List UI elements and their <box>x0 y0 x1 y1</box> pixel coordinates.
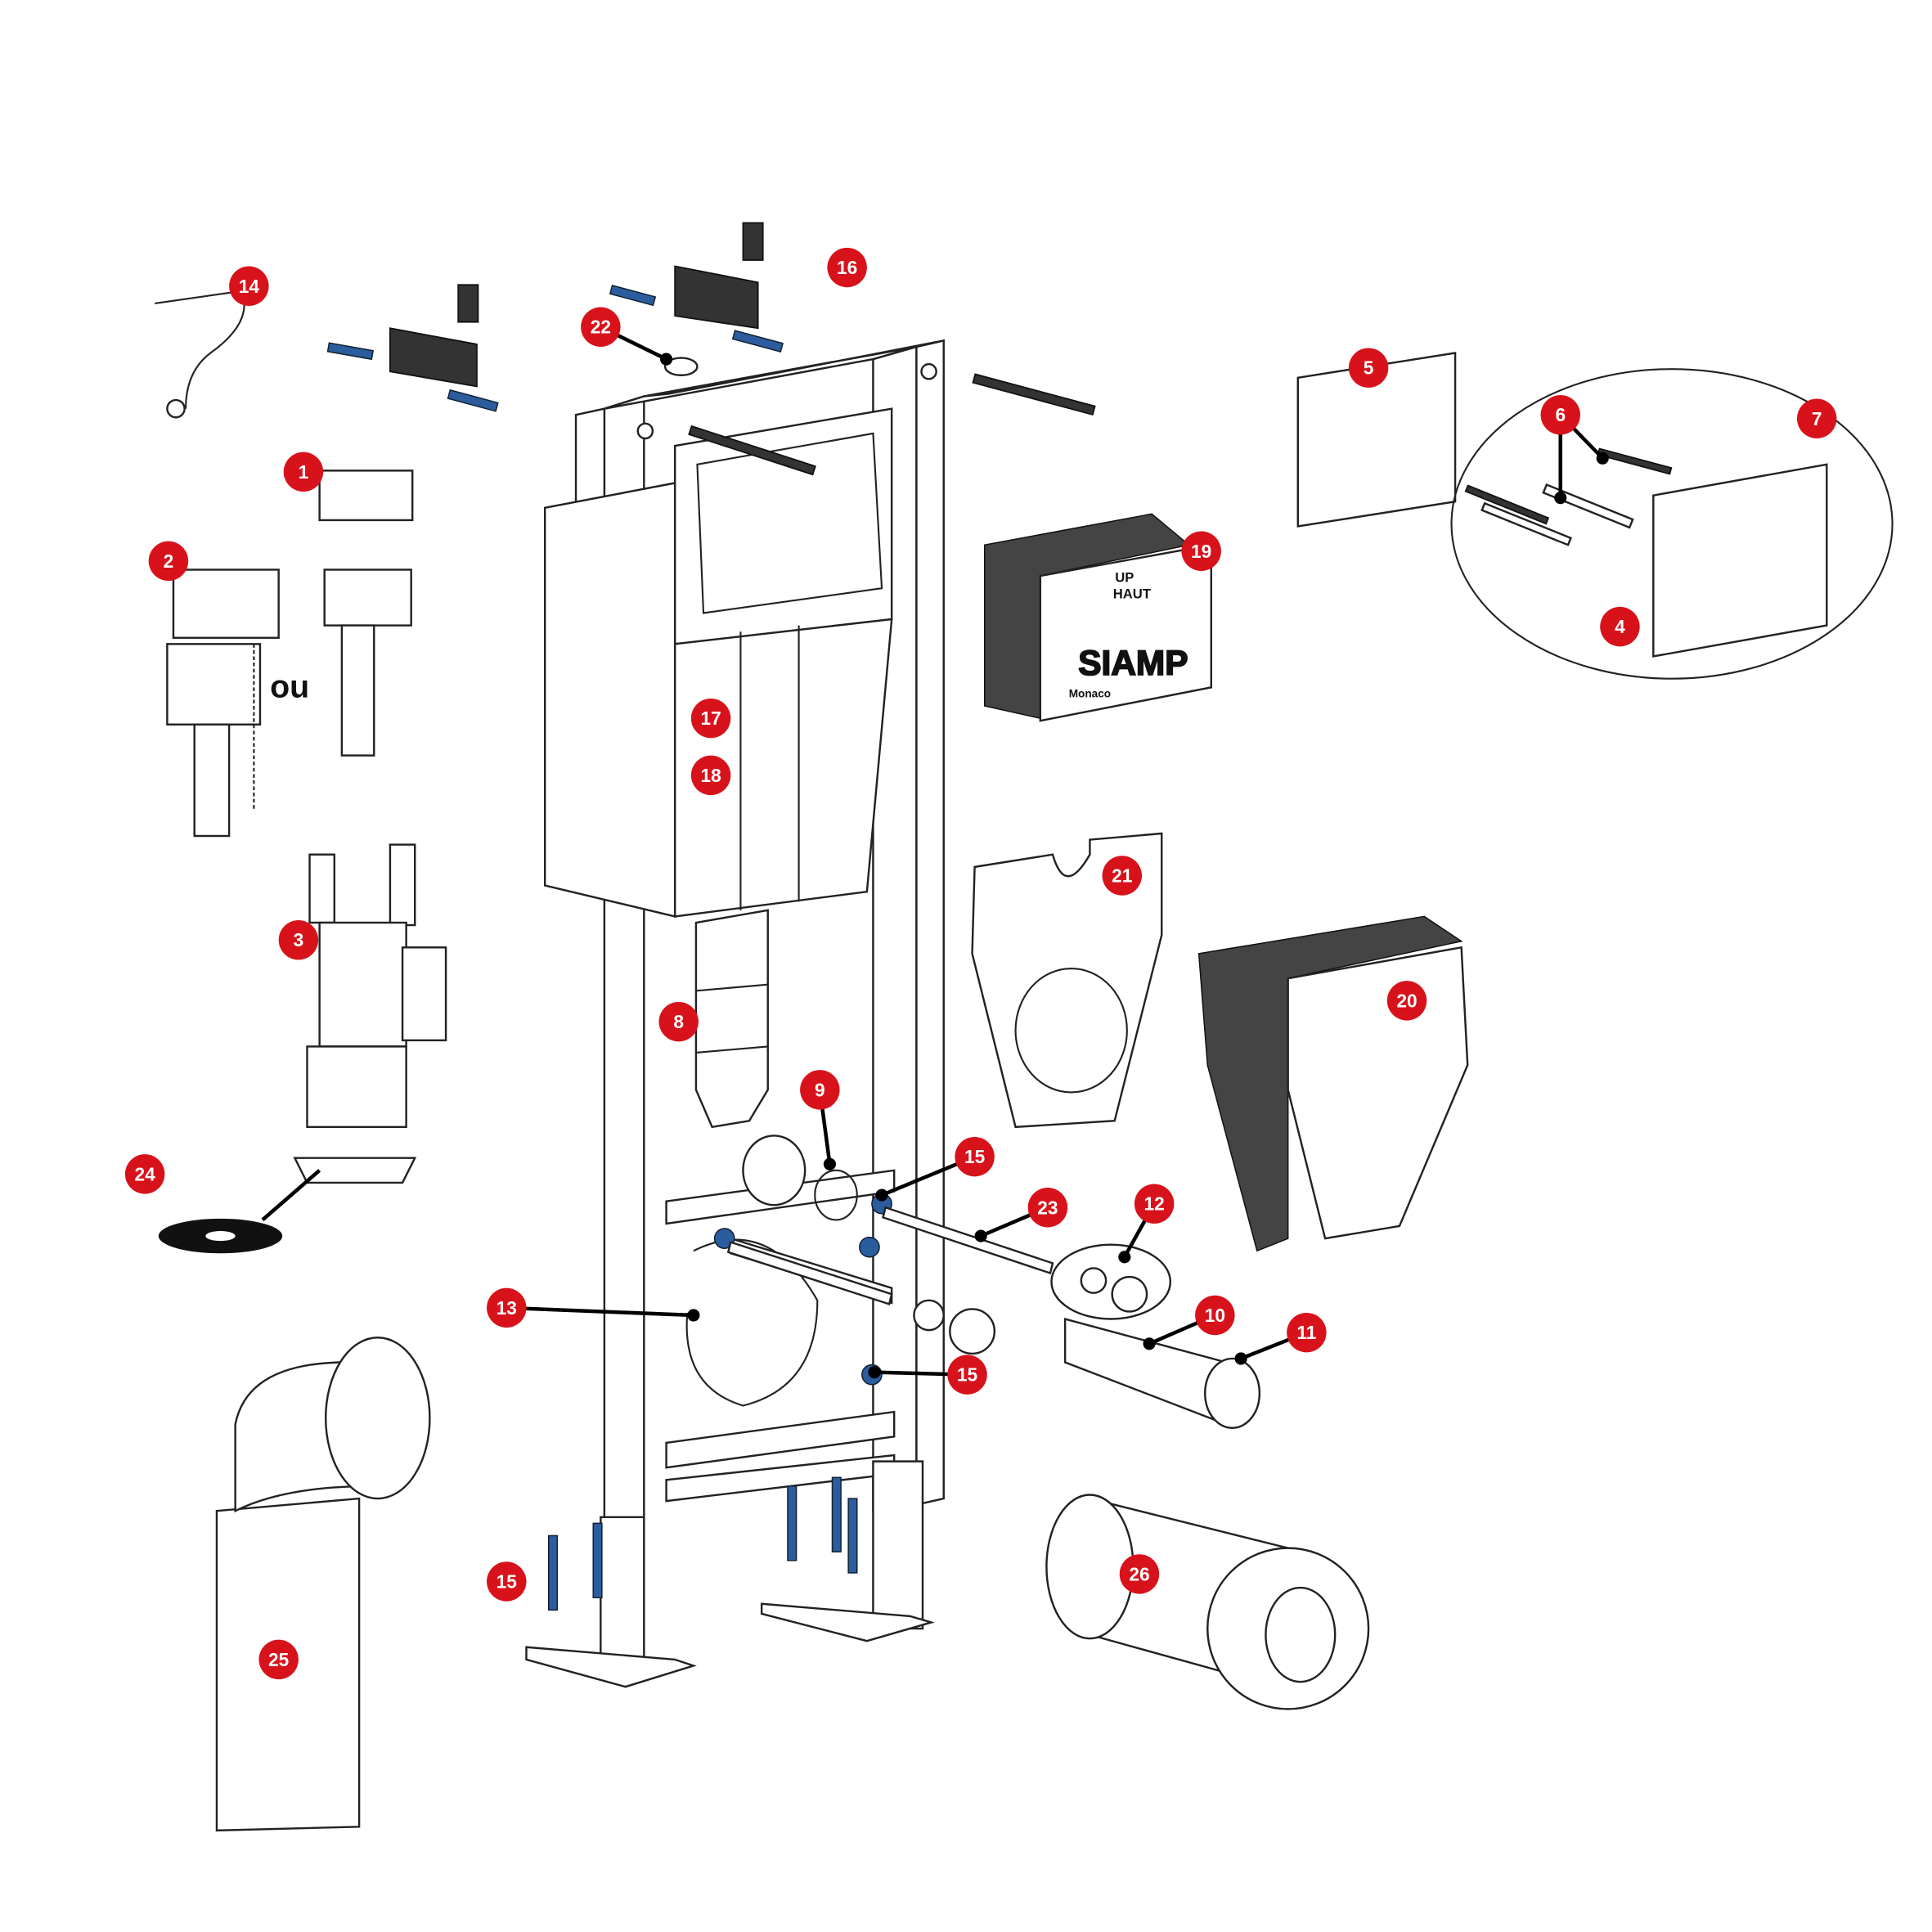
svg-text:15: 15 <box>957 1364 977 1386</box>
badge-1: 1 <box>283 452 324 492</box>
badge-7: 7 <box>1796 398 1837 438</box>
leader-lines <box>506 325 1609 1379</box>
badge-16: 16 <box>827 247 867 288</box>
badge-18: 18 <box>690 755 731 796</box>
or-label: ou <box>270 668 309 704</box>
box-haut-text: HAUT <box>1113 586 1151 601</box>
svg-text:8: 8 <box>673 1011 684 1032</box>
svg-text:6: 6 <box>1555 404 1566 425</box>
svg-text:22: 22 <box>591 317 611 338</box>
badge-12: 12 <box>1134 1184 1175 1224</box>
badge-2: 2 <box>148 541 189 582</box>
pipes <box>215 1243 1370 1832</box>
badge-17: 17 <box>690 698 731 739</box>
svg-text:1: 1 <box>299 461 309 483</box>
svg-text:14: 14 <box>239 276 260 297</box>
badge-23: 23 <box>1027 1188 1068 1228</box>
badge-15-c: 15 <box>487 1561 527 1602</box>
badge-15-b: 15 <box>947 1355 987 1395</box>
svg-text:3: 3 <box>294 929 304 950</box>
svg-text:10: 10 <box>1205 1305 1225 1326</box>
badge-25: 25 <box>258 1639 299 1680</box>
wall-brackets <box>326 222 1096 476</box>
fill-valves <box>155 290 414 838</box>
insulation-and-templates <box>971 832 1469 1252</box>
badge-15-a: 15 <box>955 1136 995 1177</box>
svg-text:24: 24 <box>135 1163 156 1184</box>
svg-text:7: 7 <box>1812 408 1822 429</box>
svg-text:11: 11 <box>1296 1322 1316 1343</box>
box-up-text: UP <box>1115 570 1134 586</box>
badge-26: 26 <box>1119 1554 1160 1594</box>
badge-22: 22 <box>581 307 621 347</box>
svg-text:16: 16 <box>837 257 857 278</box>
badge-13: 13 <box>487 1287 527 1328</box>
badge-11: 11 <box>1287 1312 1327 1353</box>
svg-text:2: 2 <box>164 550 174 572</box>
badge-8: 8 <box>658 1001 699 1042</box>
svg-text:15: 15 <box>964 1146 985 1167</box>
svg-text:9: 9 <box>815 1079 825 1100</box>
badge-20: 20 <box>1386 981 1427 1021</box>
box-brand-text: SIAMP <box>1078 644 1188 682</box>
svg-text:21: 21 <box>1112 865 1132 886</box>
badge-10: 10 <box>1195 1295 1235 1336</box>
svg-text:13: 13 <box>496 1297 517 1319</box>
svg-text:4: 4 <box>1615 616 1625 637</box>
wc-frame <box>525 339 1054 1688</box>
access-box: UP HAUT SIAMP Monaco <box>983 513 1213 722</box>
badge-5: 5 <box>1348 348 1389 388</box>
badge-6: 6 <box>1540 394 1580 435</box>
svg-text:5: 5 <box>1364 357 1374 379</box>
badge-4: 4 <box>1600 606 1640 647</box>
badge-3: 3 <box>278 919 319 960</box>
svg-text:25: 25 <box>268 1649 289 1670</box>
svg-text:20: 20 <box>1396 990 1417 1011</box>
badge-14: 14 <box>229 266 269 306</box>
svg-text:17: 17 <box>700 708 721 729</box>
flush-valve <box>158 843 447 1254</box>
svg-text:12: 12 <box>1144 1193 1165 1215</box>
badge-24: 24 <box>124 1154 165 1194</box>
svg-text:15: 15 <box>496 1571 517 1593</box>
svg-text:23: 23 <box>1037 1197 1058 1218</box>
svg-text:26: 26 <box>1129 1563 1149 1584</box>
box-model-text: Monaco <box>1069 687 1111 699</box>
svg-text:19: 19 <box>1191 541 1211 562</box>
badge-19: 19 <box>1181 531 1221 572</box>
badge-9: 9 <box>800 1070 840 1110</box>
svg-text:18: 18 <box>700 765 721 786</box>
actuator-plates <box>1296 352 1894 680</box>
badge-21: 21 <box>1102 856 1143 896</box>
